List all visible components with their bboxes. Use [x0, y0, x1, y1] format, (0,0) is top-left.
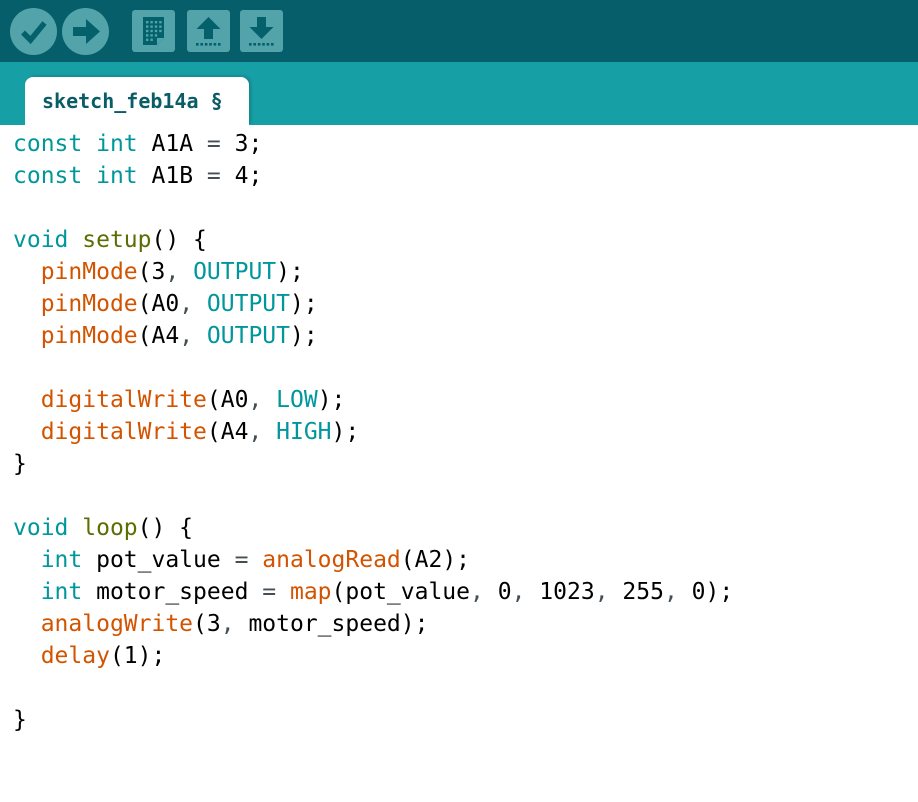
- code-line: digitalWrite(A0, LOW);: [40, 387, 346, 413]
- code-editor[interactable]: const int A1A = 3; const int A1B = 4; voi…: [0, 125, 918, 802]
- save-button[interactable]: [240, 10, 283, 52]
- code-line: void setup() {: [13, 227, 207, 253]
- code-line: int motor_speed = map(pot_value, 0, 1023…: [40, 579, 734, 605]
- code-line: const int A1A = 3;: [13, 131, 263, 157]
- open-button[interactable]: [187, 10, 230, 52]
- tab-strip: sketch_feb14a §: [0, 62, 918, 125]
- code-line: [13, 480, 918, 512]
- down-arrow-icon: [249, 17, 274, 46]
- code-line: }: [13, 707, 27, 733]
- code-line: digitalWrite(A4, HIGH);: [40, 419, 360, 445]
- code-line: [13, 192, 918, 224]
- tab-sketch[interactable]: sketch_feb14a §: [25, 77, 249, 125]
- code-line: [13, 352, 918, 384]
- code-line: pinMode(A0, OUTPUT);: [40, 291, 318, 317]
- code-line: pinMode(3, OUTPUT);: [40, 259, 304, 285]
- right-arrow-icon: [73, 19, 100, 44]
- code-line: delay(1);: [40, 643, 166, 669]
- toolbar: [0, 0, 918, 62]
- code-line: analogWrite(3, motor_speed);: [40, 611, 429, 637]
- upload-button[interactable]: [62, 8, 109, 55]
- code-line: int pot_value = analogRead(A2);: [40, 547, 471, 573]
- code-line: [13, 672, 918, 704]
- code-line: pinMode(A4, OUTPUT);: [40, 323, 318, 349]
- code-line: }: [13, 451, 27, 477]
- code-line: const int A1B = 4;: [13, 163, 263, 189]
- verify-button[interactable]: [10, 8, 57, 55]
- tab-label: sketch_feb14a §: [42, 89, 223, 113]
- code-area: const int A1A = 3; const int A1B = 4; voi…: [13, 128, 918, 736]
- document-icon: [143, 17, 164, 45]
- check-icon: [21, 21, 47, 45]
- up-arrow-icon: [196, 17, 221, 46]
- new-sketch-button[interactable]: [132, 10, 175, 52]
- code-line: void loop() {: [13, 515, 194, 541]
